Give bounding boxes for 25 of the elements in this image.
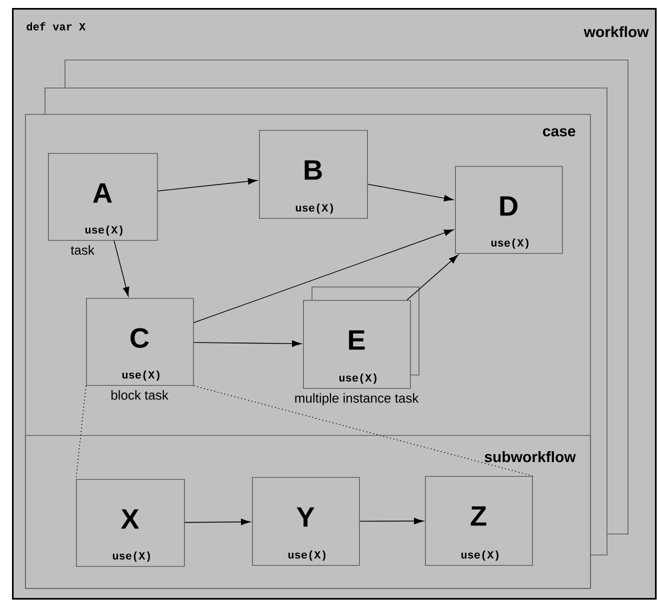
arrow [157, 178, 258, 192]
task-box: A use(X) [48, 152, 158, 241]
task-caption: multiple instance task [295, 393, 419, 406]
arrow [193, 340, 302, 347]
task-box: B use(X) [259, 130, 368, 219]
task-caption: block task [111, 390, 168, 400]
task-box: E use(X) [303, 300, 411, 389]
code-text: def var X [26, 22, 86, 30]
task-box: Y use(X) [252, 476, 360, 566]
frame-title: case [543, 128, 576, 136]
task-caption: task [70, 245, 94, 255]
arrow [359, 518, 424, 524]
arrow [184, 518, 250, 526]
dotted-line [76, 385, 86, 480]
arrow [406, 254, 458, 300]
task-box: C use(X) [86, 298, 194, 386]
frame-title: subworkflow [484, 451, 576, 462]
task-box: D use(X) [455, 166, 563, 254]
task-box: Z use(X) [425, 476, 533, 566]
dotted-line [193, 385, 534, 476]
arrow [114, 240, 130, 297]
frame-title: workflow [584, 26, 649, 38]
task-box: X use(X) [76, 478, 185, 567]
arrow [367, 184, 454, 202]
arrow [193, 229, 454, 324]
